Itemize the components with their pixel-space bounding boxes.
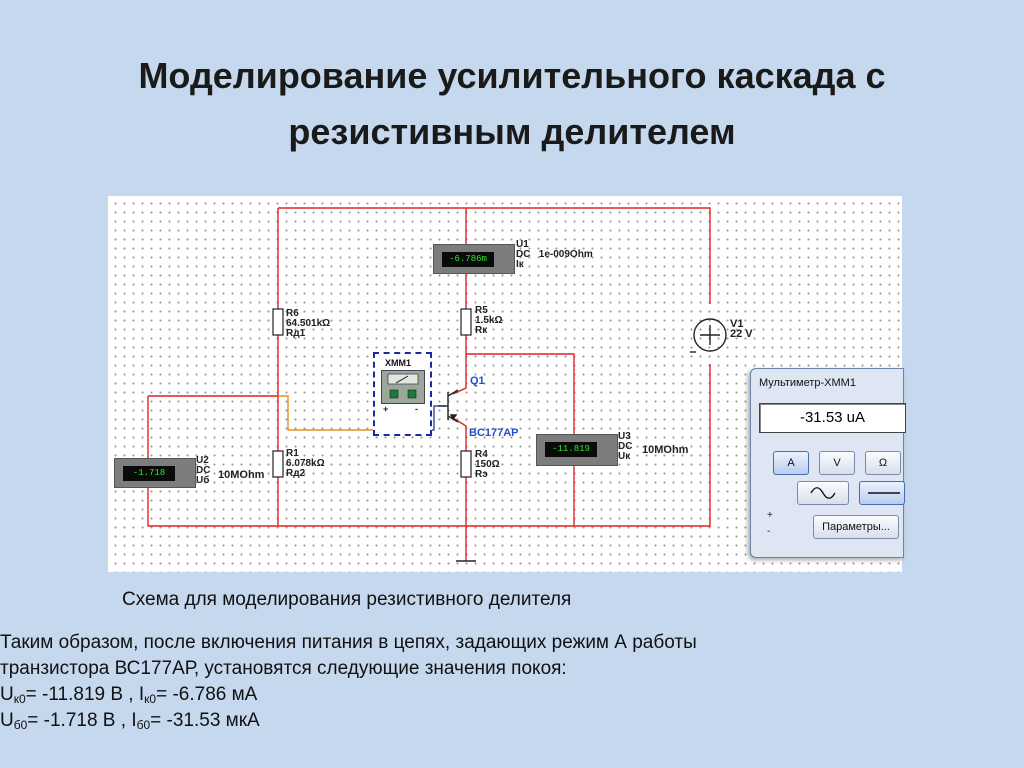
equation-base: Uб0= -1.718 В , Iб0= -31.53 мкА [0, 710, 260, 732]
r5-collector-wire [452, 335, 467, 395]
u3-voltmeter[interactable]: -11.819 [536, 434, 618, 466]
body-text: Таким образом, после включения питания в… [0, 630, 697, 734]
equation-collector: Uк0= -11.819 В , Iк0= -6.786 мА [0, 684, 258, 706]
circuit-wires [147, 207, 727, 562]
probe-wire [278, 395, 374, 431]
slide-title: Моделирование усилительного каскада с ре… [0, 48, 1024, 160]
emitter-r4-wire [452, 417, 467, 451]
xmm1-plus: + [383, 404, 389, 414]
minus-terminal-label: - [767, 526, 771, 537]
u2-display: -1.718 [123, 466, 175, 481]
u3-resistance: 10MOhm [642, 444, 689, 456]
u3-label: U3 DC Uк [618, 431, 633, 462]
paragraph-line-2: транзистора ВС177АР, установятся следующ… [0, 658, 567, 679]
transistor-q1-symbol [438, 389, 459, 423]
multimeter-title: Мультиметр-XMM1 [759, 377, 856, 389]
v1-source-symbol [690, 318, 727, 353]
xmm1-multimeter-icon[interactable]: XMM1 + - [373, 352, 432, 436]
q1-model: BC177AP [469, 427, 519, 439]
sine-wave-icon [810, 487, 836, 499]
ac-mode-button[interactable] [797, 481, 849, 505]
q1-name: Q1 [470, 375, 485, 387]
mode-ohm-button[interactable]: Ω [865, 451, 901, 475]
gauge-icon [387, 373, 419, 399]
u2-label: U2 DC Uб [196, 455, 211, 486]
plus-terminal-label: + [767, 510, 773, 521]
u2-resistance: 10MOhm [218, 469, 265, 481]
title-line-2: резистивным делителем [288, 111, 736, 152]
u1-display: -6.786m [442, 252, 494, 267]
xmm1-minus: - [415, 404, 418, 414]
r4-symbol [460, 450, 472, 478]
settings-button[interactable]: Параметры... [813, 515, 899, 539]
title-line-1: Моделирование усилительного каскада с [138, 55, 886, 96]
multimeter-display: -31.53 uA [759, 403, 906, 433]
dc-mode-button[interactable] [859, 481, 905, 505]
xmm1-face [381, 370, 425, 404]
u2-voltmeter[interactable]: -1.718 [114, 458, 196, 488]
r6-symbol [272, 308, 284, 336]
u3-display: -11.819 [545, 442, 597, 457]
collector-u3-wire [466, 353, 575, 434]
paragraph-line-1: Таким образом, после включения питания в… [0, 632, 697, 653]
r1-symbol [272, 450, 284, 478]
u1-label: U1 DC 1e-009Ohm Iк [516, 239, 593, 270]
u1-ammeter[interactable]: -6.786m [433, 244, 515, 274]
multimeter-window[interactable]: Мультиметр-XMM1 -31.53 uA A V Ω + - Пара… [750, 368, 906, 558]
top-rail-wire [278, 207, 711, 304]
dc-line-icon [868, 492, 900, 494]
r5-symbol [460, 308, 472, 336]
mode-ampere-button[interactable]: A [773, 451, 809, 475]
mode-volt-button[interactable]: V [819, 451, 855, 475]
xmm1-label: XMM1 [385, 358, 412, 368]
figure-caption: Схема для моделирования резистивного дел… [122, 589, 572, 610]
